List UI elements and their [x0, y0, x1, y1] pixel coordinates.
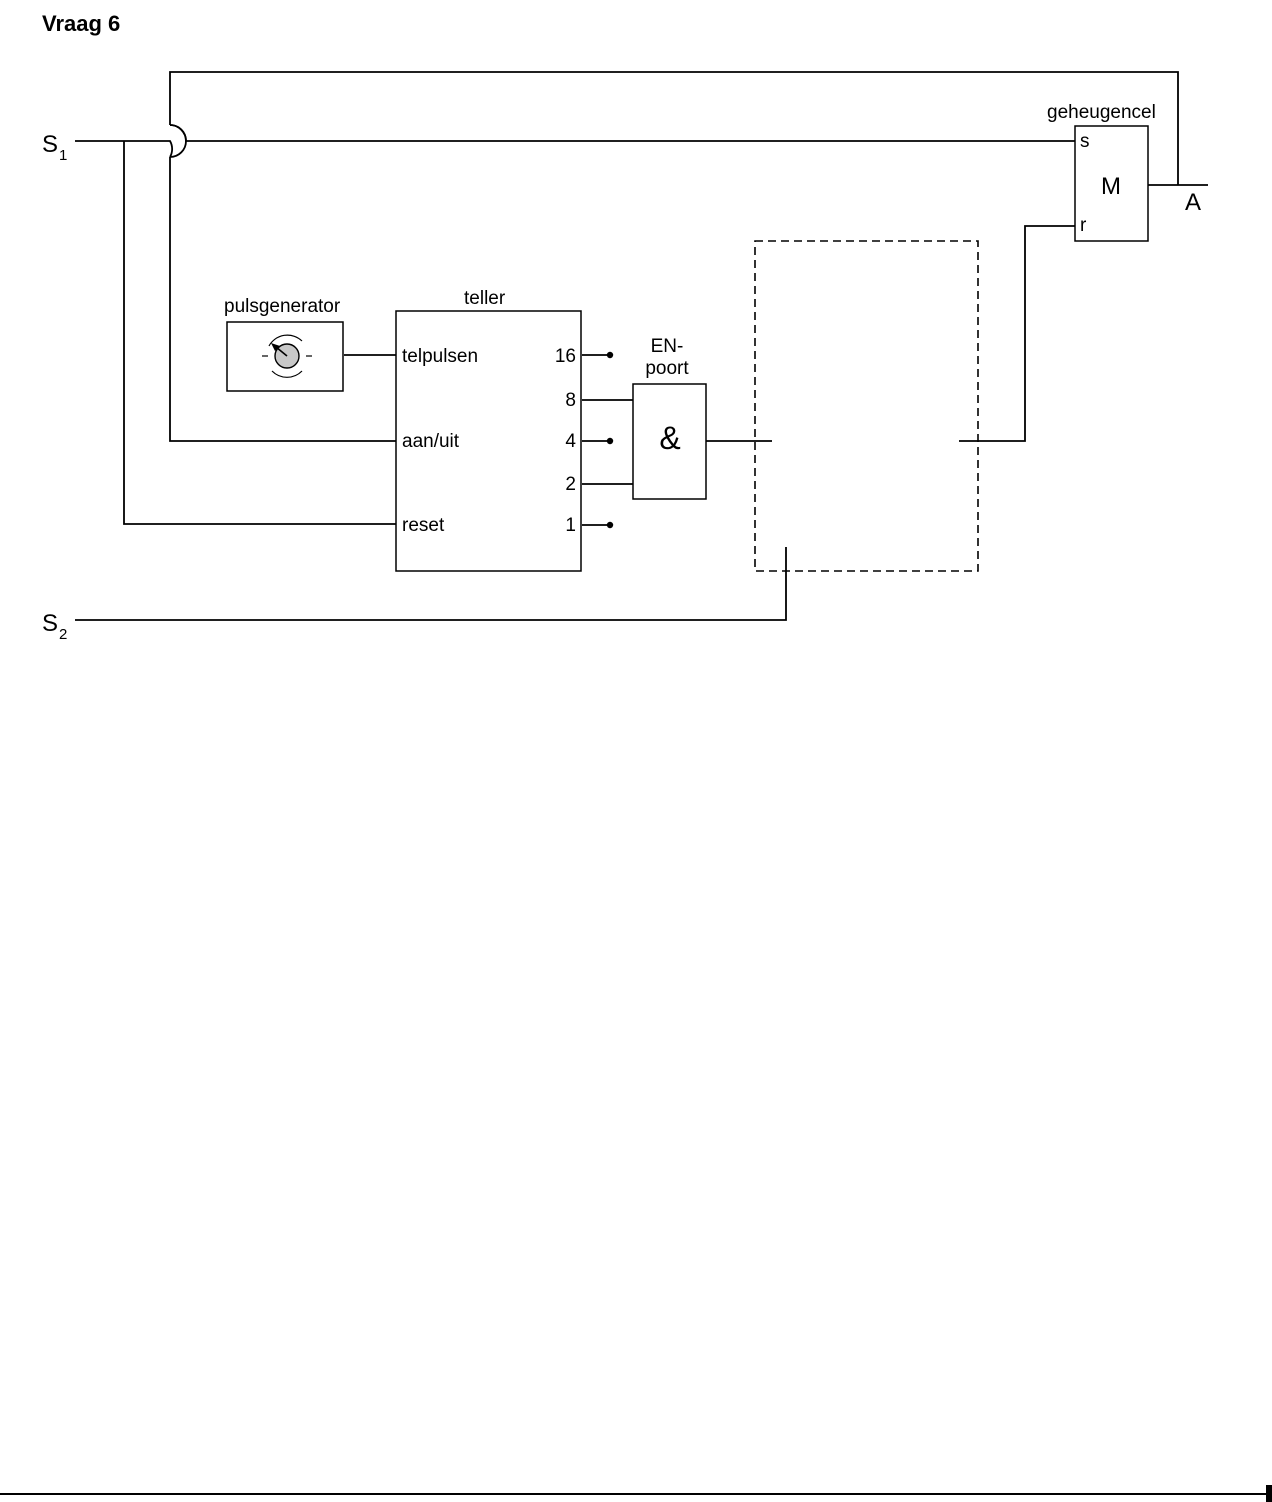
counter-output-1: 1 — [565, 515, 576, 536]
dial-knob-icon — [262, 334, 312, 378]
and-gate-label-line1: EN- — [651, 336, 684, 357]
counter-output-4: 4 — [565, 431, 576, 452]
counter-input-aanuit: aan/uit — [402, 431, 460, 452]
and-gate-box — [632, 383, 707, 500]
and-gate: EN- poort & — [632, 336, 707, 500]
answer-region-dashed — [754, 240, 979, 572]
memory-cell-box — [1074, 125, 1149, 242]
memory-cell-label: geheugencel — [1047, 102, 1156, 123]
wire-crossover-hop — [169, 124, 187, 158]
s1-letter: S — [42, 131, 58, 158]
terminal-dot-16 — [606, 351, 614, 359]
counter-label: teller — [464, 288, 506, 309]
input-s2-label: S 2 — [42, 610, 67, 643]
s1-subscript: 1 — [59, 147, 67, 164]
and-gate-symbol: & — [659, 420, 680, 456]
page-bottom-rule — [0, 1485, 1272, 1502]
and-gate-label-line2: poort — [645, 358, 689, 379]
memory-cell-symbol: M — [1101, 173, 1121, 200]
wire-feedback-lower — [169, 157, 396, 442]
output-a-label: A — [1185, 189, 1201, 216]
counter: teller telpulsen aan/uit reset 16 8 4 2 … — [395, 288, 582, 572]
counter-output-2: 2 — [565, 474, 576, 495]
counter-box — [395, 310, 582, 572]
memory-cell: geheugencel s r M — [1047, 102, 1156, 242]
s2-subscript: 2 — [59, 626, 67, 643]
pulse-generator-label: pulsgenerator — [224, 296, 341, 317]
wire-s1-to-set — [75, 124, 1075, 158]
input-s1-label: S 1 — [42, 131, 67, 164]
counter-input-telpulsen: telpulsen — [402, 346, 478, 367]
wires — [75, 71, 1208, 621]
counter-output-16: 16 — [555, 346, 576, 367]
wire-region-to-r — [959, 225, 1075, 442]
wire-feedback-to-aanuit — [169, 71, 1179, 185]
terminal-dot-1 — [606, 521, 614, 529]
memory-cell-reset: r — [1080, 215, 1087, 236]
terminal-dot-4 — [606, 437, 614, 445]
pulse-generator: pulsgenerator — [224, 296, 344, 392]
question-title: Vraag 6 — [42, 11, 120, 36]
memory-cell-set: s — [1080, 131, 1090, 152]
counter-output-8: 8 — [565, 390, 576, 411]
s2-letter: S — [42, 610, 58, 637]
counter-input-reset: reset — [402, 515, 445, 536]
wire-s1-to-reset — [123, 141, 396, 525]
